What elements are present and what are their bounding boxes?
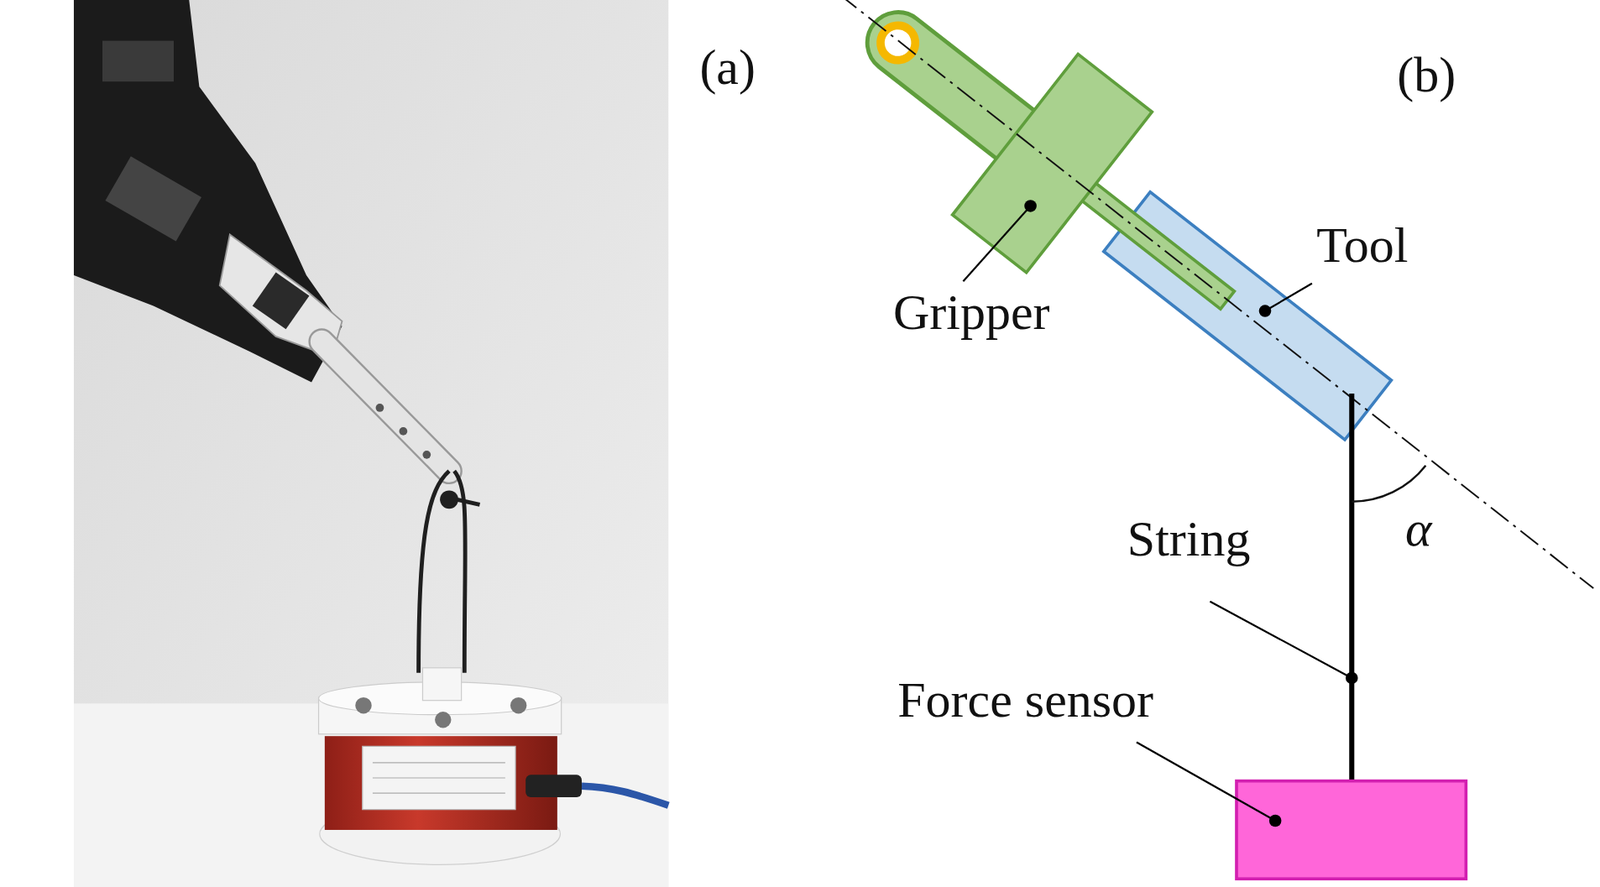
screw [355, 697, 372, 714]
sensor-label-line [372, 777, 506, 779]
gripper-body [952, 53, 1153, 272]
screw [434, 711, 451, 728]
part-label: String [1127, 511, 1251, 567]
leader-line [962, 205, 1031, 282]
leader-dot [1259, 304, 1272, 318]
panel-label: (b) [1396, 47, 1456, 103]
photo-background [73, 0, 669, 887]
sensor-label-line [372, 793, 506, 795]
screw [510, 697, 527, 714]
sensor-label [362, 746, 516, 810]
sensor-cable [581, 786, 669, 806]
robot-part [102, 41, 174, 83]
tool-rod [321, 341, 450, 471]
string-knot [439, 490, 459, 509]
robot-arm [73, 0, 343, 383]
tool-rod-outline [321, 341, 450, 471]
angle-arc [1351, 465, 1426, 502]
gripper-block [252, 272, 310, 330]
tool-stud [376, 403, 385, 413]
part-label: Force sensor [897, 672, 1154, 728]
angle-symbol: α [1405, 501, 1433, 557]
panel-label: (a) [699, 39, 756, 95]
leader-line [1136, 742, 1276, 821]
leader-line [1209, 601, 1352, 679]
string-line [1349, 393, 1355, 784]
sensor-body [324, 736, 558, 831]
cable-connector [525, 774, 582, 798]
tool-stud [399, 427, 408, 436]
sensor-label-line [372, 762, 506, 764]
leader-line [1265, 283, 1313, 312]
tool-stud [422, 450, 431, 460]
part-label: Gripper [893, 284, 1051, 340]
photo [73, 0, 669, 887]
sensor-tab [422, 668, 461, 701]
force-sensor [1236, 781, 1466, 880]
string-end [457, 499, 481, 505]
gripper-tool-assembly [810, 0, 1431, 491]
pivot-ring [873, 18, 923, 68]
schematic [810, 0, 1594, 879]
robot-part [104, 156, 202, 241]
part-label: Tool [1316, 217, 1408, 273]
axis-line [838, 0, 1594, 589]
